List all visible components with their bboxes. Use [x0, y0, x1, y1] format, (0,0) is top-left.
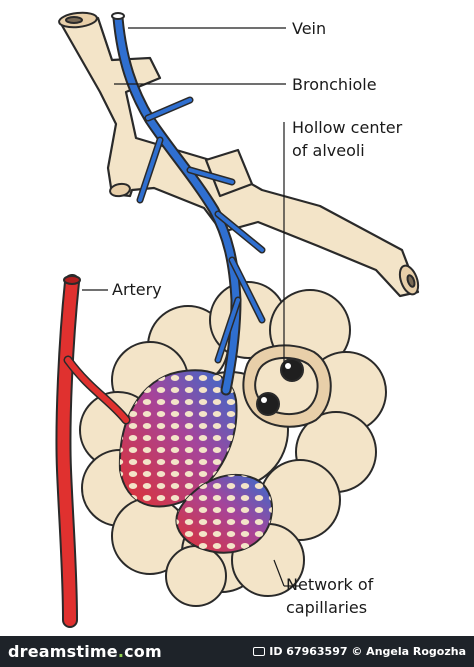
vein-vessel — [111, 12, 266, 396]
tube-openings — [58, 11, 420, 296]
hollow-alveolus — [242, 344, 332, 428]
artery-vessel — [55, 274, 131, 628]
leader-lines — [82, 27, 300, 587]
capillary-network — [118, 369, 273, 554]
dreamstime-logo[interactable]: dreamstime.com — [8, 642, 162, 661]
image-id-credit: ID 67963597 © Angela Rogozha — [253, 645, 466, 658]
label-vein: Vein — [292, 19, 327, 38]
watermark-footer: dreamstime.com ID 67963597 © Angela Rogo… — [0, 636, 474, 667]
label-bronchiole: Bronchiole — [292, 75, 377, 94]
label-network-line1: Network of — [286, 575, 374, 594]
camera-icon — [253, 647, 266, 656]
label-network-line2: capillaries — [286, 598, 368, 617]
label-hollow-center-line2: of alveoli — [292, 141, 365, 160]
label-hollow-center-line1: Hollow center — [292, 118, 403, 137]
leader-network — [273, 559, 285, 587]
label-artery: Artery — [112, 280, 162, 299]
